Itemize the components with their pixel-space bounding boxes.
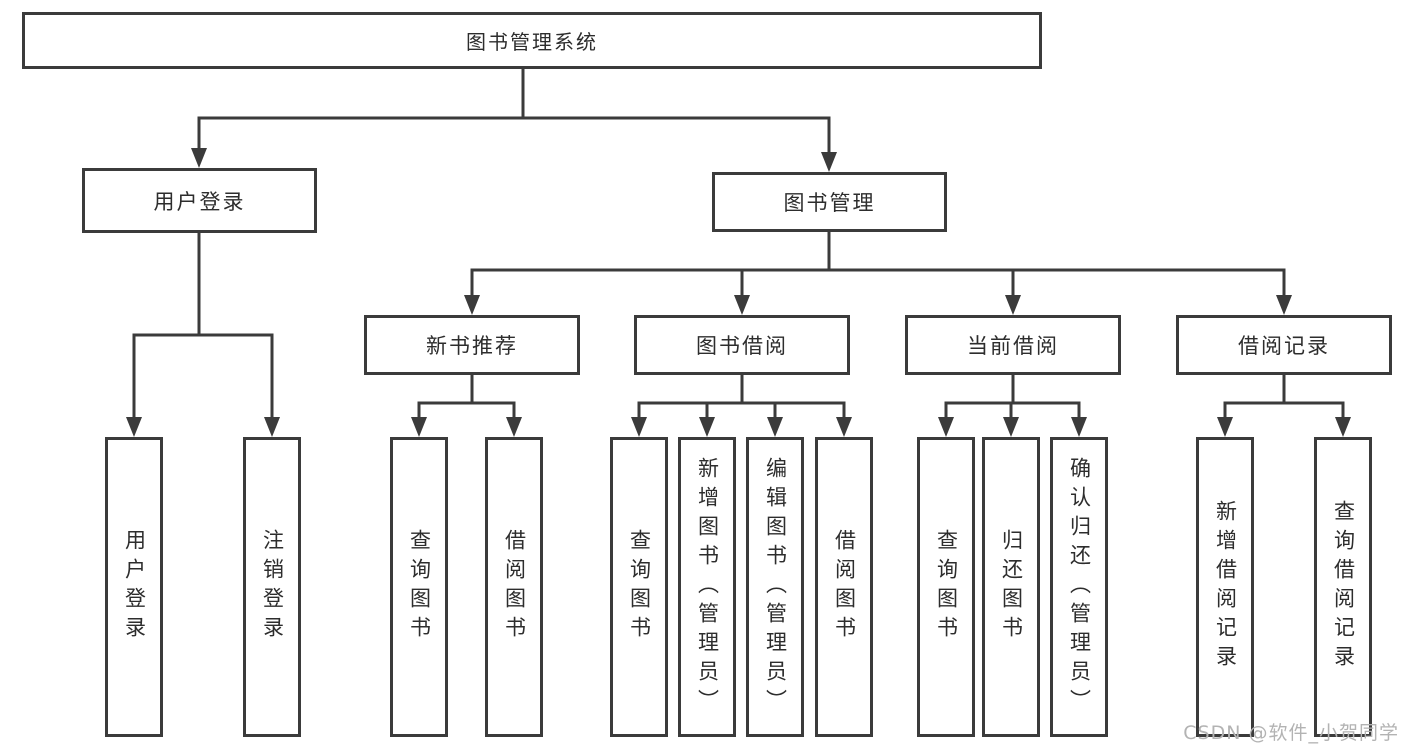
node-book-borrow: 图书借阅 bbox=[634, 315, 850, 375]
leaf-current-confirm-return: 确认归还（管理员） bbox=[1050, 437, 1108, 737]
arrowhead-icon bbox=[464, 295, 480, 315]
node-root: 图书管理系统 bbox=[22, 12, 1042, 69]
arrowhead-icon bbox=[191, 148, 207, 168]
leaf-recommend-borrow-book: 借阅图书 bbox=[485, 437, 543, 737]
leaf-borrow-borrow-book: 借阅图书 bbox=[815, 437, 873, 737]
arrowhead-icon bbox=[126, 417, 142, 437]
leaf-record-add: 新增借阅记录 bbox=[1196, 437, 1254, 737]
leaf-borrow-edit-book-label: 编辑图书（管理员） bbox=[763, 456, 788, 718]
leaf-current-return-book-label: 归还图书 bbox=[999, 529, 1024, 645]
arrowhead-icon bbox=[699, 417, 715, 437]
leaf-current-query-book: 查询图书 bbox=[917, 437, 975, 737]
arrowhead-icon bbox=[264, 417, 280, 437]
node-current-borrow: 当前借阅 bbox=[905, 315, 1121, 375]
node-borrow-record-label: 借阅记录 bbox=[1238, 334, 1330, 358]
node-book-borrow-label: 图书借阅 bbox=[696, 334, 788, 358]
arrowhead-icon bbox=[734, 295, 750, 315]
node-book-management: 图书管理 bbox=[712, 172, 947, 232]
arrowhead-icon bbox=[1071, 417, 1087, 437]
node-new-book-recommend: 新书推荐 bbox=[364, 315, 580, 375]
node-new-book-recommend-label: 新书推荐 bbox=[426, 334, 518, 358]
arrowhead-icon bbox=[631, 417, 647, 437]
arrowhead-icon bbox=[1276, 295, 1292, 315]
arrowhead-icon bbox=[938, 417, 954, 437]
leaf-recommend-query-book-label: 查询图书 bbox=[407, 529, 432, 645]
leaf-logout-label: 注销登录 bbox=[260, 529, 285, 645]
leaf-borrow-add-book-label: 新增图书（管理员） bbox=[695, 456, 720, 718]
leaf-recommend-query-book: 查询图书 bbox=[390, 437, 448, 737]
leaf-borrow-borrow-book-label: 借阅图书 bbox=[832, 529, 857, 645]
node-root-label: 图书管理系统 bbox=[466, 30, 598, 54]
node-book-management-label: 图书管理 bbox=[783, 191, 876, 215]
arrowhead-icon bbox=[506, 417, 522, 437]
leaf-recommend-borrow-book-label: 借阅图书 bbox=[502, 529, 527, 645]
arrowhead-icon bbox=[767, 417, 783, 437]
node-user-login: 用户登录 bbox=[82, 168, 317, 233]
node-borrow-record: 借阅记录 bbox=[1176, 315, 1392, 375]
leaf-record-add-label: 新增借阅记录 bbox=[1213, 500, 1238, 674]
leaf-current-query-book-label: 查询图书 bbox=[934, 529, 959, 645]
arrowhead-icon bbox=[411, 417, 427, 437]
leaf-current-return-book: 归还图书 bbox=[982, 437, 1040, 737]
arrowhead-icon bbox=[821, 152, 837, 172]
arrowheads bbox=[126, 148, 1351, 437]
leaf-borrow-add-book: 新增图书（管理员） bbox=[678, 437, 736, 737]
node-user-login-label: 用户登录 bbox=[153, 189, 246, 214]
leaf-current-confirm-return-label: 确认归还（管理员） bbox=[1067, 456, 1092, 718]
arrowhead-icon bbox=[1335, 417, 1351, 437]
arrowhead-icon bbox=[1217, 417, 1233, 437]
leaf-borrow-query-book: 查询图书 bbox=[610, 437, 668, 737]
leaf-logout: 注销登录 bbox=[243, 437, 301, 737]
node-current-borrow-label: 当前借阅 bbox=[967, 334, 1059, 358]
arrowhead-icon bbox=[836, 417, 852, 437]
leaf-borrow-edit-book: 编辑图书（管理员） bbox=[746, 437, 804, 737]
arrowhead-icon bbox=[1005, 295, 1021, 315]
leaf-record-query-label: 查询借阅记录 bbox=[1331, 500, 1356, 674]
arrowhead-icon bbox=[1003, 417, 1019, 437]
connector-lines bbox=[132, 69, 1345, 419]
leaf-user-login: 用户登录 bbox=[105, 437, 163, 737]
leaf-record-query: 查询借阅记录 bbox=[1314, 437, 1372, 737]
csdn-watermark: CSDN @软件_小贺同学 bbox=[1183, 722, 1399, 744]
leaf-user-login-label: 用户登录 bbox=[122, 529, 147, 645]
leaf-borrow-query-book-label: 查询图书 bbox=[627, 529, 652, 645]
